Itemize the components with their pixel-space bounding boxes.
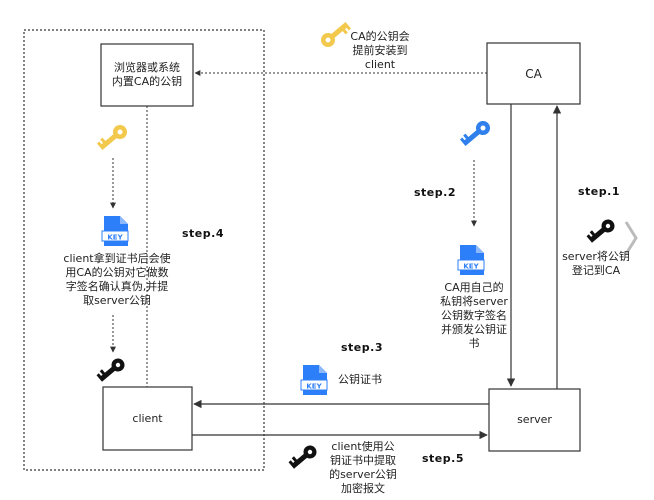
ca-preinstall-note: CA的公钥会 提前安装到 client [350,30,410,71]
client-side-region [23,29,265,471]
gold-key-icon [321,22,352,47]
step-5-label: step.5 [422,452,464,465]
server-register-note: server将公钥 登记到CA [562,250,630,277]
chevron-right-icon [624,221,638,255]
client-encrypt-note: client使用公 钥证书中提取 的server公钥 加密报文 [329,440,397,495]
cert-key-label: KEY [107,234,123,242]
step-1-label: step.1 [578,185,620,198]
step-2-label: step.2 [414,186,456,199]
client-verify-note: client拿到证书后会使 用CA的公钥对它做数 字签名确认真伪,并提 取ser… [63,252,171,307]
blue-key-icon [459,121,490,146]
step-4-label: step.4 [182,227,224,240]
certificate-icon: KEY [101,215,129,247]
cert-key-label: KEY [306,383,322,391]
gold-key-icon [96,125,127,150]
ca-box [486,42,581,105]
cert-key-label: KEY [463,263,479,271]
black-key-icon [288,445,317,469]
ca-sign-note: CA用自己的 私钥将server 公钥数字签名 并颁发公钥证 书 [440,281,508,350]
black-key-icon [96,358,125,382]
public-cert-note: 公钥证书 [338,373,382,386]
ca-box-label: CA [525,66,542,81]
certificate-icon: KEY [457,244,485,276]
certificate-icon: KEY [300,364,328,396]
step-3-label: step.3 [341,341,383,354]
black-key-icon [586,219,615,243]
client-box-label: client [132,411,163,425]
browser-box-label: 浏览器或系统 内置CA的公钥 [111,61,183,88]
server-box-label: server [517,413,552,426]
server-box [488,388,581,452]
